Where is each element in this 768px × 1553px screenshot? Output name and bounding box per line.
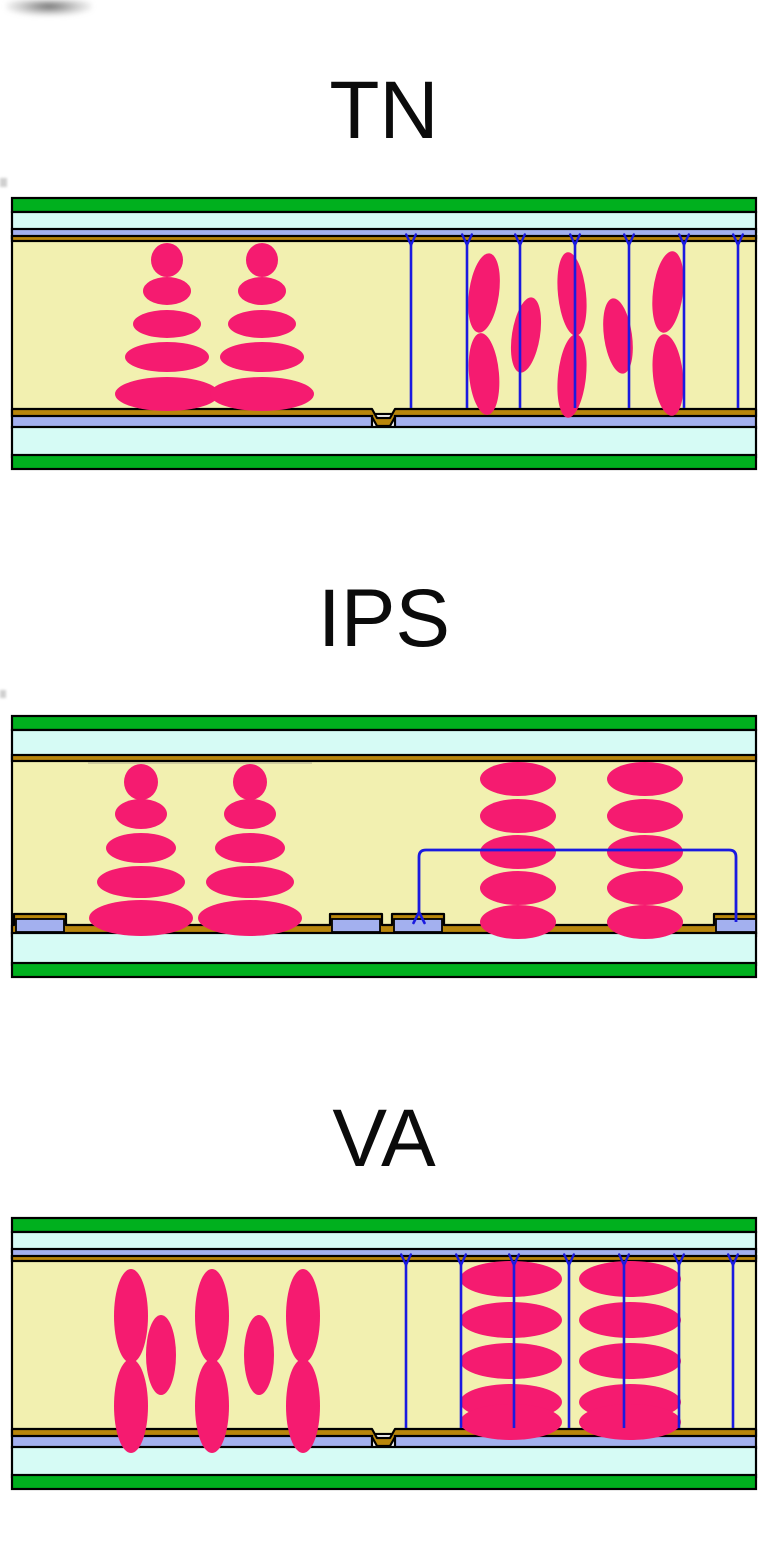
- panel-diagram-tn: [10, 196, 758, 471]
- panel-diagram-ips: [10, 714, 758, 979]
- ips-electrode-1: [15, 918, 65, 933]
- tn-bottom-polarizer: [10, 453, 758, 471]
- ips-top-alignment-layer: [10, 753, 758, 763]
- panel-diagram-va: [10, 1216, 758, 1491]
- top-left-smudge-artifact: [6, 0, 92, 16]
- va-top-alignment-layer: [10, 1254, 758, 1263]
- ips-bottom-glass-substrate: [10, 931, 758, 967]
- ips-in-plane-field-line: [412, 848, 738, 925]
- tn-top-polarizer: [10, 196, 758, 214]
- tn-bottom-glass-substrate: [10, 425, 758, 459]
- tn-on-state-molecules: [468, 251, 684, 418]
- panel-title-va: VA: [332, 1093, 436, 1184]
- ips-on-state-molecules: [480, 762, 683, 939]
- ips-top-glass-substrate: [10, 728, 758, 758]
- edge-fleck-left-mid: [0, 690, 6, 698]
- va-on-state-molecules: [460, 1261, 681, 1440]
- edge-fleck-left-upper: [0, 178, 7, 187]
- tn-top-alignment-layer: [10, 234, 758, 243]
- panel-title-ips: IPS: [317, 573, 451, 664]
- ips-electrode-2: [331, 918, 381, 933]
- tn-off-state-molecules: [115, 243, 314, 411]
- va-field-arrows: [400, 1253, 739, 1428]
- va-bottom-polarizer: [10, 1473, 758, 1491]
- va-bottom-glass-substrate: [10, 1445, 758, 1479]
- ips-off-state-molecules: [89, 764, 302, 936]
- tn-field-arrows: [405, 233, 744, 408]
- panel-title-tn: TN: [329, 65, 439, 156]
- ips-bottom-polarizer: [10, 961, 758, 979]
- va-off-state-molecules: [114, 1269, 320, 1453]
- va-top-polarizer: [10, 1216, 758, 1234]
- ips-top-polarizer: [10, 714, 758, 732]
- ips-electrode-3: [393, 918, 443, 933]
